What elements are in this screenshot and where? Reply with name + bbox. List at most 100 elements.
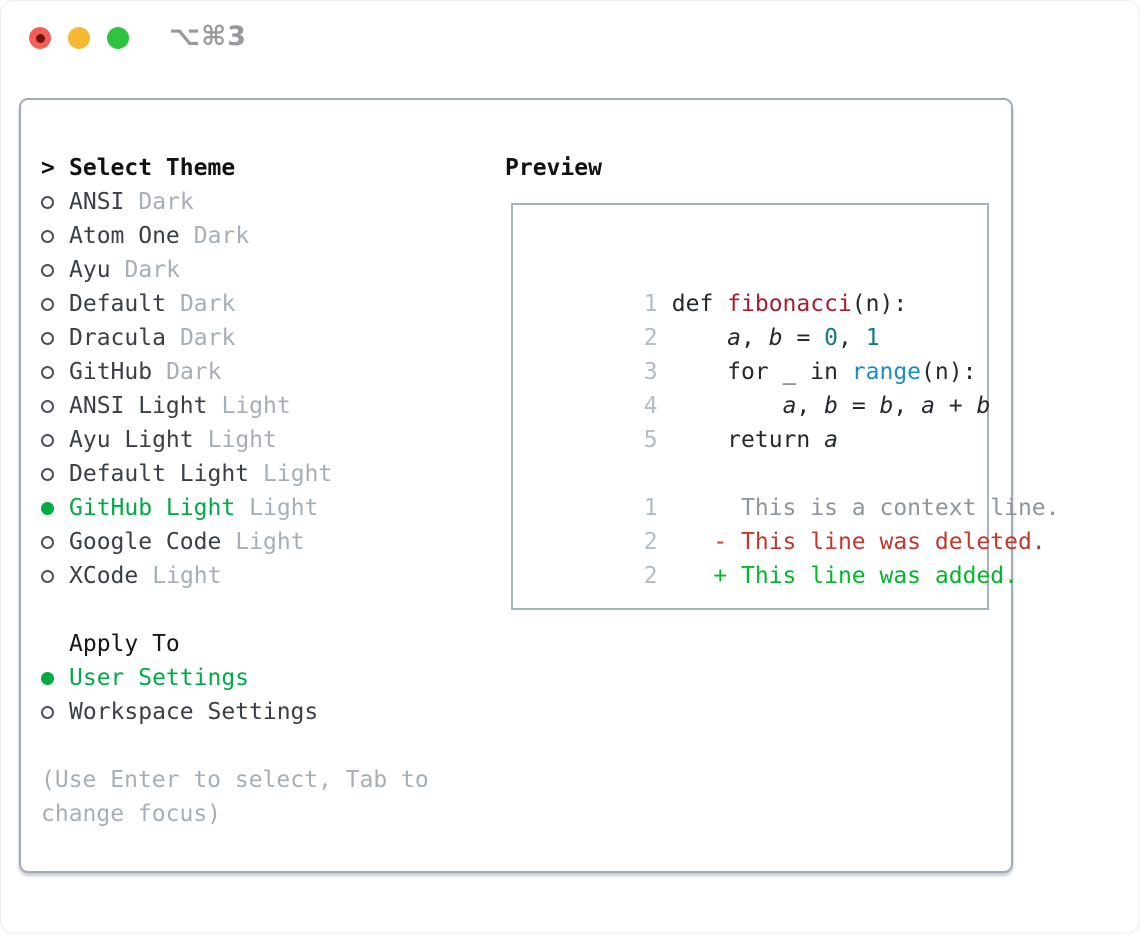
- radio-icon: [41, 535, 54, 549]
- theme-list-header: > Select Theme: [41, 151, 481, 185]
- line-number: 2: [643, 563, 658, 589]
- theme-option-github-dark[interactable]: GitHub Dark: [41, 355, 481, 389]
- theme-variant: Light: [207, 427, 277, 453]
- theme-option-github-light-selected[interactable]: GitHub Light Light: [41, 491, 481, 525]
- line-number: 2: [643, 529, 658, 555]
- theme-option-default-light[interactable]: Default Light Light: [41, 457, 481, 491]
- minimize-button[interactable]: [68, 27, 90, 49]
- theme-name: ANSI: [69, 189, 125, 215]
- code-number-literal: 0: [824, 325, 838, 351]
- apply-option-workspace-settings[interactable]: Workspace Settings: [41, 695, 481, 729]
- theme-variant: Light: [263, 461, 333, 487]
- radio-icon: [41, 195, 54, 209]
- diff-context-text: This is a context line.: [671, 495, 1060, 521]
- apply-to-header: Apply To: [69, 631, 180, 657]
- code-keyword: def: [671, 291, 728, 317]
- theme-name: ANSI Light: [69, 393, 208, 419]
- prompt-icon: >: [41, 155, 55, 181]
- theme-name: Dracula: [69, 325, 166, 351]
- help-text-line2: change focus): [41, 801, 222, 827]
- theme-option-google-code[interactable]: Google Code Light: [41, 525, 481, 559]
- line-number: 1: [643, 291, 658, 317]
- radio-icon: [41, 433, 54, 447]
- code-line-4: 4 a, b = b, a + b: [533, 355, 991, 419]
- titlebar: [29, 27, 146, 49]
- close-dot-icon: [35, 33, 45, 43]
- code-text: ,: [838, 325, 866, 351]
- radio-icon: [41, 705, 54, 719]
- radio-icon: [41, 365, 54, 379]
- code-text: ,: [741, 325, 769, 351]
- code-number-literal: 1: [865, 325, 880, 351]
- theme-name: GitHub Light: [69, 495, 236, 521]
- spacer: [41, 593, 481, 627]
- radio-selected-icon: [41, 671, 54, 685]
- radio-icon: [41, 297, 54, 311]
- code-variable: b: [879, 393, 894, 419]
- code-text: =: [837, 393, 880, 419]
- radio-selected-icon: [41, 501, 54, 515]
- theme-name: GitHub: [69, 359, 153, 385]
- close-button[interactable]: [29, 27, 51, 49]
- line-number: 5: [643, 427, 658, 453]
- diff-added-text: + This line was added.: [671, 563, 1018, 589]
- radio-icon: [41, 331, 54, 345]
- spacer: [41, 729, 481, 763]
- theme-list-title: Select Theme: [69, 155, 236, 181]
- code-builtin: range: [851, 359, 922, 385]
- theme-variant: Dark: [193, 223, 250, 249]
- code-variable: b: [768, 325, 783, 351]
- theme-name: Atom One: [69, 223, 180, 249]
- code-indent: [672, 325, 727, 351]
- diff-added-line: 2 + This line was added.: [533, 525, 1018, 589]
- theme-variant: Light: [152, 563, 222, 589]
- theme-option-atom-one-dark[interactable]: Atom One Dark: [41, 219, 481, 253]
- help-text-line1: (Use Enter to select, Tab to: [41, 767, 429, 793]
- code-line-2: 2 a, b = 0, 1: [533, 287, 987, 351]
- zoom-button[interactable]: [107, 27, 129, 49]
- apply-option-label: Workspace Settings: [69, 699, 319, 725]
- code-text: (n):: [921, 359, 977, 385]
- radio-icon: [41, 467, 54, 481]
- theme-name: Google Code: [69, 529, 222, 555]
- theme-name: Default Light: [69, 461, 250, 487]
- code-text: (n):: [851, 291, 908, 317]
- code-variable: b: [976, 393, 991, 419]
- radio-icon: [41, 229, 54, 243]
- theme-name: Default: [69, 291, 166, 317]
- code-line-3: 3 for _ in range(n):: [533, 321, 987, 385]
- code-text: for _ in: [671, 359, 852, 385]
- preview-title: Preview: [505, 155, 602, 181]
- theme-variant: Light: [235, 529, 305, 555]
- code-variable: a: [727, 325, 742, 351]
- code-text: ,: [893, 393, 922, 419]
- code-text: return: [671, 427, 825, 453]
- radio-icon: [41, 263, 54, 277]
- apply-option-user-settings[interactable]: User Settings: [41, 661, 481, 695]
- window-title: ⌥⌘3: [169, 21, 247, 52]
- code-variable: a: [824, 427, 838, 453]
- code-variable: b: [824, 393, 838, 419]
- code-variable: a: [782, 393, 797, 419]
- code-function-name: fibonacci: [727, 291, 852, 317]
- radio-icon: [41, 399, 54, 413]
- theme-variant: Dark: [179, 325, 236, 351]
- code-indent: [672, 393, 783, 419]
- code-text: +: [934, 393, 977, 419]
- diff-deleted-text: - This line was deleted.: [671, 529, 1046, 555]
- theme-variant: Dark: [166, 359, 222, 385]
- theme-variant: Light: [249, 495, 319, 521]
- theme-name: Ayu: [69, 257, 111, 283]
- theme-option-dracula-dark[interactable]: Dracula Dark: [41, 321, 481, 355]
- radio-icon: [41, 569, 54, 583]
- line-number: 2: [643, 325, 658, 351]
